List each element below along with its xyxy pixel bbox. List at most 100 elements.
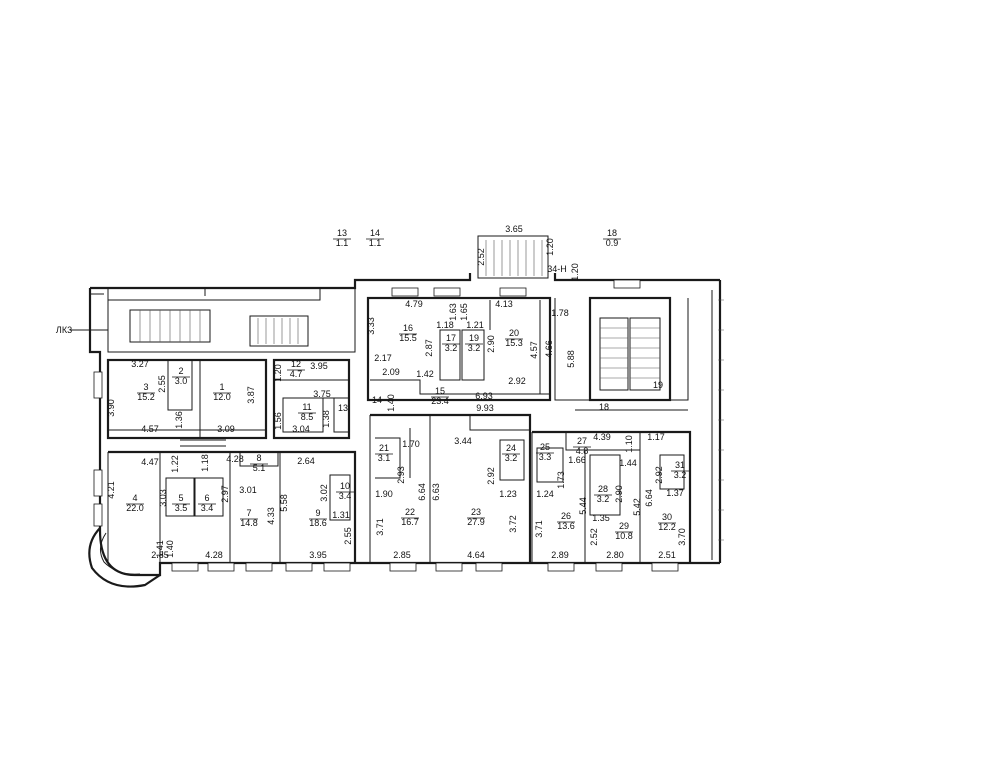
dimension-d06: 1.63 — [448, 303, 458, 321]
dimension-d34: 1.38 — [321, 410, 331, 428]
marker-18: 18 — [599, 402, 609, 412]
room-5-number: 5 — [178, 493, 183, 503]
dimension-d22: 6.93 — [475, 391, 493, 401]
room-3-number: 3 — [143, 382, 148, 392]
room-17-label: 173.2 — [442, 333, 460, 353]
room-13-label: 131.1 — [333, 228, 351, 248]
room-21-label: 213.1 — [375, 443, 393, 463]
room-30-area: 12.2 — [658, 522, 676, 532]
room-10-area: 3.4 — [339, 491, 352, 501]
room-28-number: 28 — [598, 484, 608, 494]
room-18-label: 180.9 — [603, 228, 621, 248]
room-8-area: 5.1 — [253, 463, 266, 473]
dimension-d72: 1.66 — [568, 455, 586, 465]
room-11-label: 118.5 — [298, 402, 316, 422]
room-9-number: 9 — [315, 508, 320, 518]
dimension-d45: 2.97 — [220, 485, 230, 503]
dimension-d79: 1.37 — [666, 488, 684, 498]
dimension-d43: 4.21 — [106, 481, 116, 499]
room-9-label: 918.6 — [309, 508, 327, 528]
dimension-d35: 4.57 — [141, 424, 159, 434]
room-22-number: 22 — [405, 507, 415, 517]
dimension-d20: 1.42 — [416, 369, 434, 379]
dimension-d85: 3.70 — [677, 528, 687, 546]
dimension-d27: 1.20 — [273, 364, 283, 382]
dimension-d21: 2.92 — [508, 376, 526, 386]
dimension-d02: 2.52 — [476, 248, 486, 266]
dimension-d33: 1.56 — [273, 412, 283, 430]
room-2-area: 3.0 — [175, 376, 188, 386]
dimension-d50: 1.31 — [332, 510, 350, 520]
room-12-number: 12 — [291, 359, 301, 369]
room-29-area: 10.8 — [615, 531, 633, 541]
room-25-number: 25 — [540, 442, 550, 452]
dimension-d77: 2.90 — [614, 485, 624, 503]
room-2-number: 2 — [178, 366, 183, 376]
room-4-number: 4 — [132, 493, 137, 503]
room-21-area: 3.1 — [378, 453, 391, 463]
dimension-d49: 4.33 — [266, 507, 276, 525]
room-27-label: 274.8 — [573, 436, 591, 456]
room-3-label: 315.2 — [137, 382, 155, 402]
dimension-d60: 6.64 — [417, 483, 427, 501]
dimension-d09: 1.78 — [551, 308, 569, 318]
dimension-d54: 2.85 — [151, 550, 169, 560]
dimension-d76: 5.44 — [578, 497, 588, 515]
dimension-d29: 3.90 — [106, 399, 116, 417]
room-24-label: 243.2 — [502, 443, 520, 463]
room-25-area: 3.3 — [539, 452, 552, 462]
room-18-number: 18 — [607, 228, 617, 238]
dimension-d17: 5.88 — [566, 350, 576, 368]
room-10-label: 103.4 — [336, 481, 354, 501]
dimension-d15: 4.57 — [529, 341, 539, 359]
dimension-d01: 3.65 — [505, 224, 523, 234]
room-6-number: 6 — [204, 493, 209, 503]
dimension-d38: 4.47 — [141, 457, 159, 467]
dimension-d19: 2.09 — [382, 367, 400, 377]
dimension-d31: 3.75 — [313, 389, 331, 399]
room-1-number: 1 — [219, 382, 224, 392]
dimension-d67: 2.85 — [393, 550, 411, 560]
room-7-label: 714.8 — [240, 508, 258, 528]
windows — [93, 279, 679, 572]
dimension-d46: 3.01 — [239, 485, 257, 495]
dimension-d07: 1.65 — [459, 303, 469, 321]
room-19-label: 193.2 — [465, 333, 483, 353]
dimension-d13: 2.87 — [424, 339, 434, 357]
marker-14: 14 — [372, 395, 382, 405]
dimension-d69: 4.39 — [593, 432, 611, 442]
room-11-area: 8.5 — [301, 412, 314, 422]
dimension-d04: 1.20 — [570, 263, 580, 281]
room-31-area: 3.2 — [674, 470, 687, 480]
dimension-d44: 3.03 — [158, 489, 168, 507]
room-2-label: 23.0 — [172, 366, 190, 386]
room-9-area: 18.6 — [309, 518, 327, 528]
dimension-d26: 2.55 — [157, 375, 167, 393]
room-12-area: 4.7 — [290, 369, 303, 379]
room-27-number: 27 — [577, 436, 587, 446]
dimension-d52: 1.41 — [155, 540, 165, 558]
dimension-d08: 4.13 — [495, 299, 513, 309]
room-4-label: 422.0 — [126, 493, 144, 513]
room-1-area: 12.0 — [213, 392, 231, 402]
dimension-d63: 1.90 — [375, 489, 393, 499]
dimension-d25: 3.27 — [131, 359, 149, 369]
room-23-number: 23 — [471, 507, 481, 517]
room-26-area: 13.6 — [557, 521, 575, 531]
dimension-d48: 3.02 — [319, 484, 329, 502]
room-5-label: 53.5 — [172, 493, 190, 513]
room-11-number: 11 — [302, 402, 311, 412]
dimension-d65: 3.71 — [375, 518, 385, 536]
tag-lk3: ЛК3 — [56, 325, 72, 335]
dimension-d57: 1.70 — [402, 439, 420, 449]
room-16-number: 16 — [403, 323, 413, 333]
room-24-area: 3.2 — [505, 453, 518, 463]
